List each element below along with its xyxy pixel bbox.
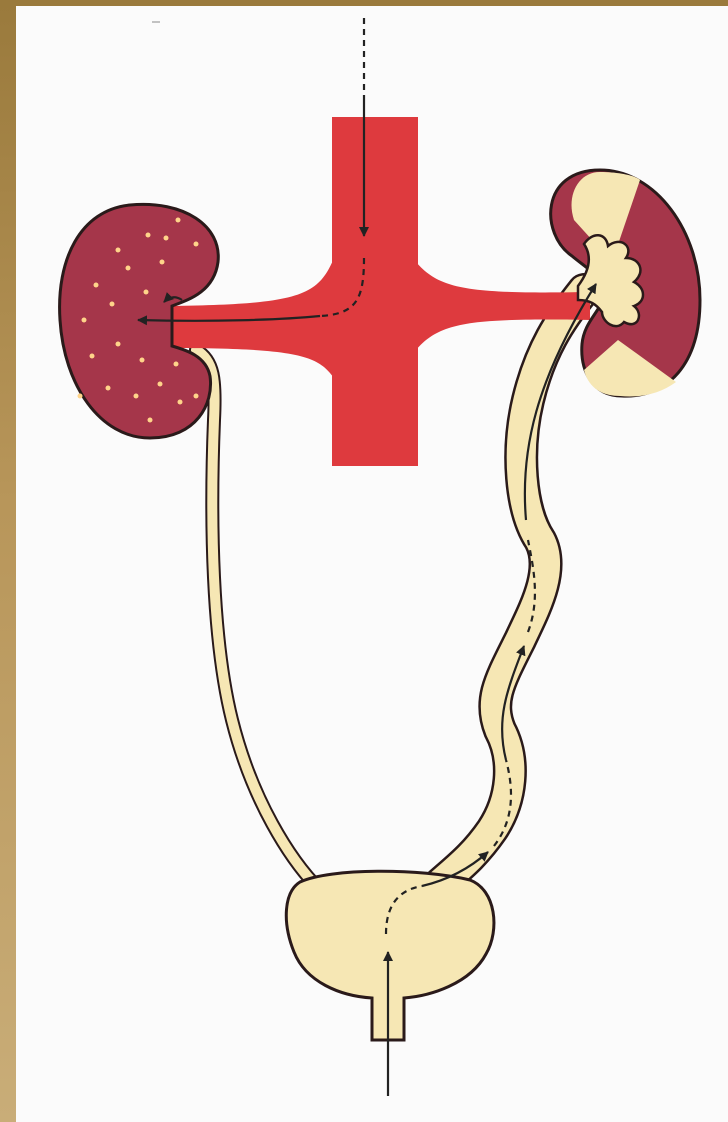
aorta xyxy=(332,117,418,466)
